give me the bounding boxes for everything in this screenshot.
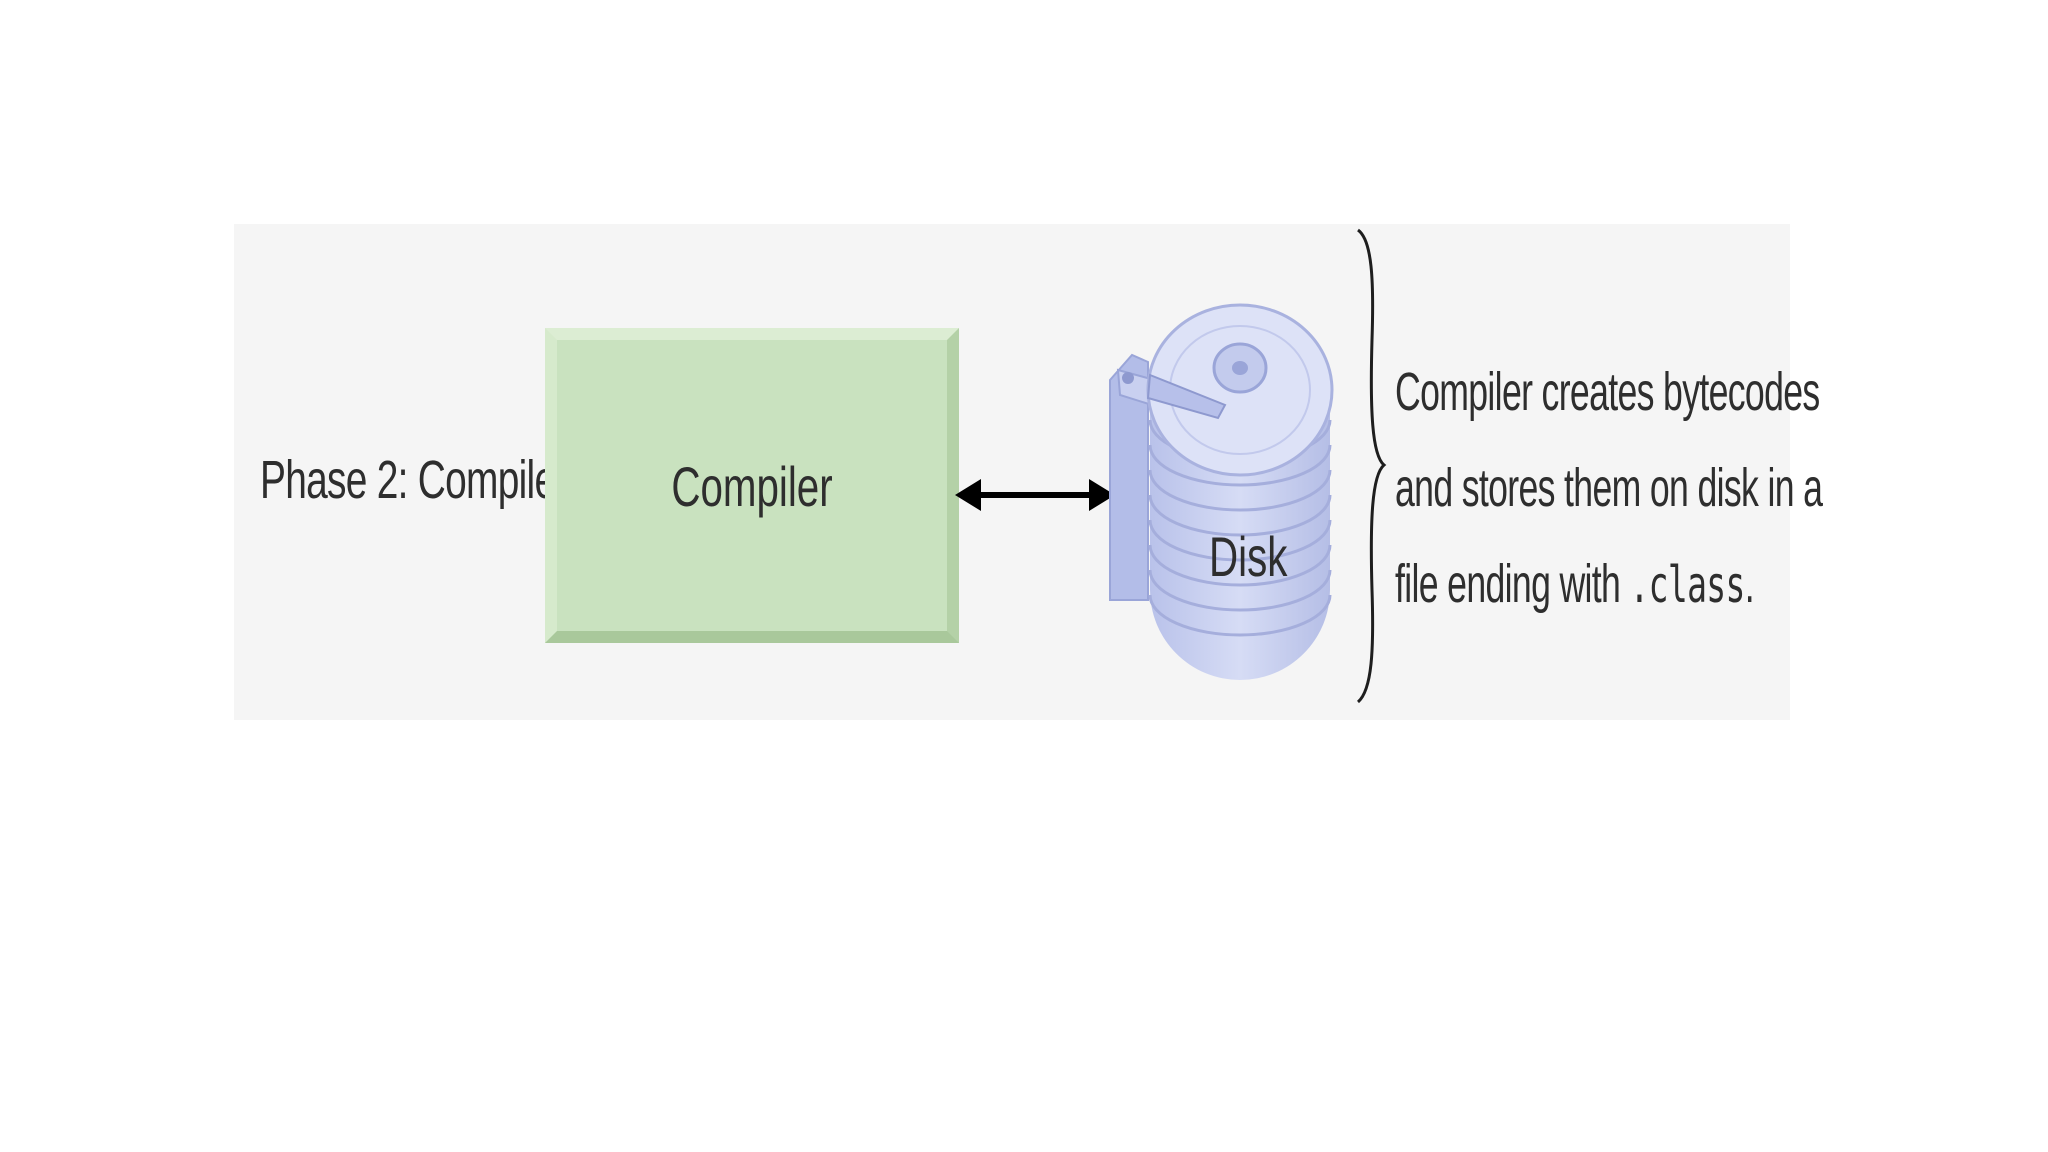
right-brace-icon xyxy=(1356,228,1387,704)
compiler-box: Compiler xyxy=(545,328,959,643)
description-line-2: and stores them on disk in a xyxy=(1395,458,1823,518)
description-text: Compiler creates bytecodes and stores th… xyxy=(1395,344,1823,633)
diagram-panel xyxy=(234,224,1790,720)
disk-drive-icon xyxy=(1109,303,1334,680)
disk-label: Disk xyxy=(1209,525,1288,588)
double-arrow-icon xyxy=(955,479,1115,511)
phase-label: Phase 2: Compile xyxy=(260,450,556,510)
description-line-1: Compiler creates bytecodes xyxy=(1395,362,1820,422)
description-line-3-end: . xyxy=(1744,554,1755,614)
class-extension-code: .class xyxy=(1629,556,1745,614)
description-line-3-text: file ending with xyxy=(1395,554,1630,614)
compiler-label: Compiler xyxy=(671,455,833,518)
description-line-3: file ending with .class. xyxy=(1395,536,1755,633)
